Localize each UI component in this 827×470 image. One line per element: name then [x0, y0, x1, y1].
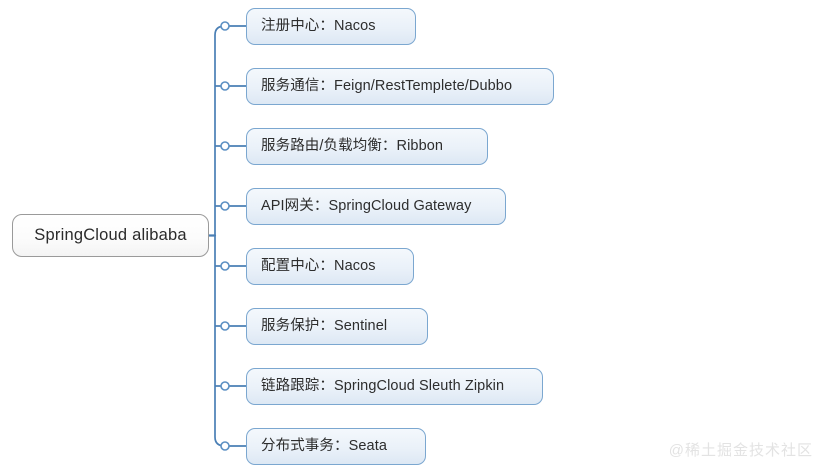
node-label: 服务保护：Sentinel	[261, 318, 388, 335]
node-label: 链路跟踪：SpringCloud Sleuth Zipkin	[261, 378, 505, 395]
node-registry-center[interactable]: 注册中心：Nacos	[246, 8, 416, 45]
watermark: @稀土掘金技术社区	[668, 442, 813, 459]
node-label: 注册中心：Nacos	[261, 18, 376, 35]
node-label: 分布式事务：Seata	[261, 438, 387, 455]
node-service-communication[interactable]: 服务通信：Feign/RestTemplete/Dubbo	[246, 68, 554, 105]
node-distributed-tracing[interactable]: 链路跟踪：SpringCloud Sleuth Zipkin	[246, 368, 543, 405]
root-node-label: SpringCloud alibaba	[34, 226, 187, 244]
node-distributed-transaction[interactable]: 分布式事务：Seata	[246, 428, 426, 465]
node-label: 服务路由/负载均衡：Ribbon	[261, 138, 444, 155]
node-config-center[interactable]: 配置中心：Nacos	[246, 248, 414, 285]
node-label: 配置中心：Nacos	[261, 258, 376, 275]
node-label: 服务通信：Feign/RestTemplete/Dubbo	[261, 78, 513, 95]
node-service-protection[interactable]: 服务保护：Sentinel	[246, 308, 428, 345]
root-node-springcloud-alibaba[interactable]: SpringCloud alibaba	[12, 214, 209, 257]
node-service-routing-load-balancing[interactable]: 服务路由/负载均衡：Ribbon	[246, 128, 488, 165]
node-api-gateway[interactable]: API网关：SpringCloud Gateway	[246, 188, 506, 225]
node-label: API网关：SpringCloud Gateway	[261, 198, 472, 215]
